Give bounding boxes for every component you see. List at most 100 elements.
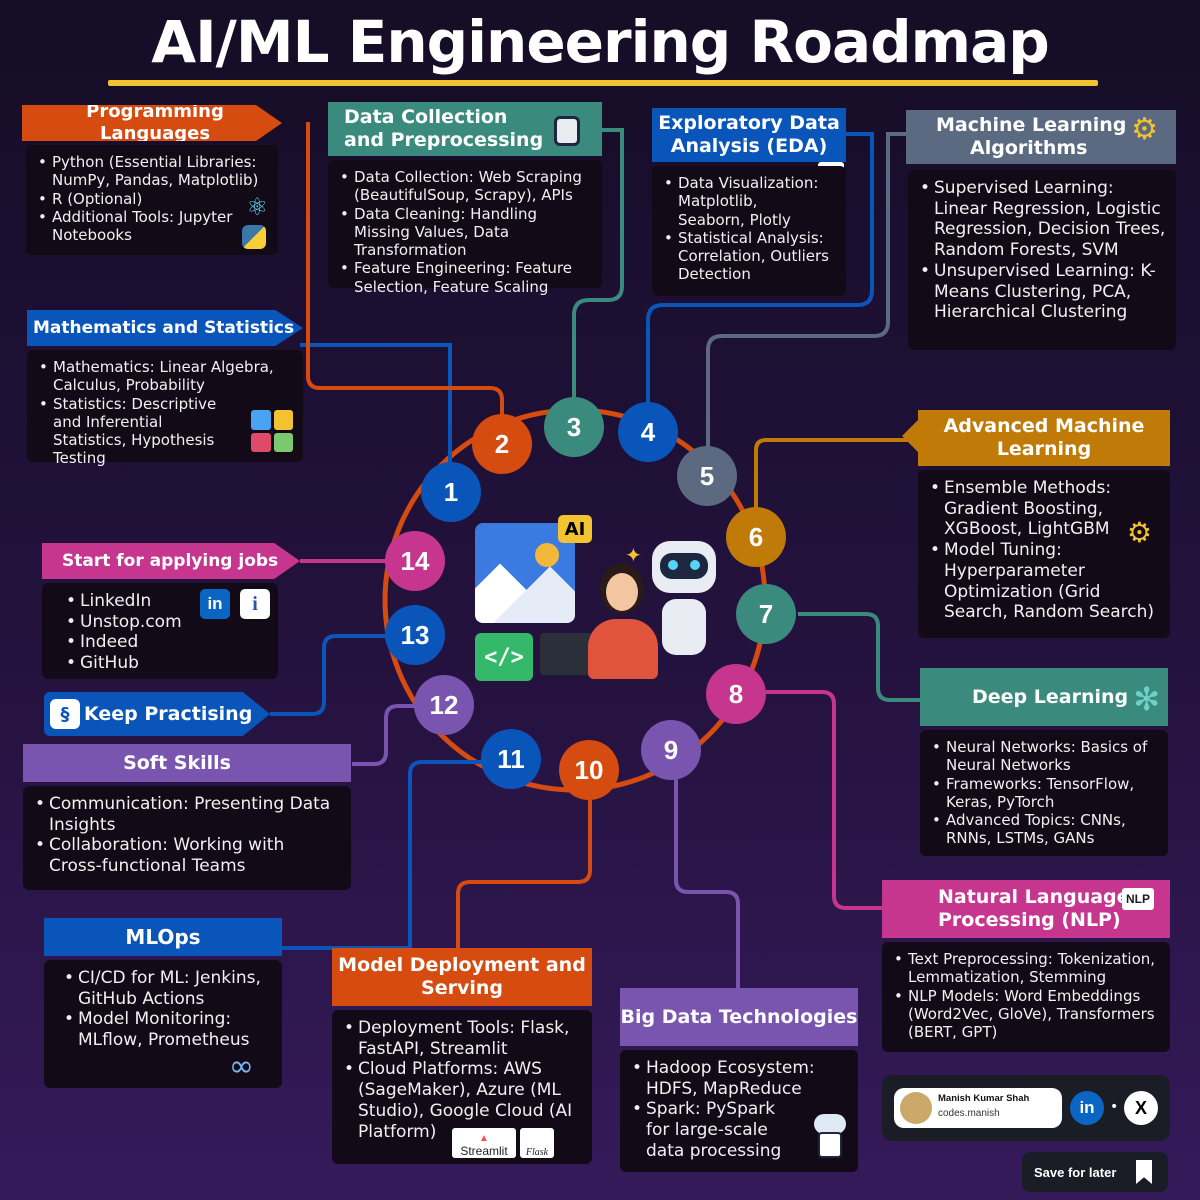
list-item: Additional Tools: Jupyter Notebooks bbox=[36, 208, 236, 245]
card-deep-learning: Deep Learning ✻ Neural Networks: Basics … bbox=[920, 668, 1168, 856]
card-math-statistics: Mathematics and Statistics Mathematics: … bbox=[27, 310, 303, 467]
code-icon: </> bbox=[475, 633, 533, 681]
list-item: Model Tuning: Hyperparameter Optimizatio… bbox=[928, 540, 1160, 623]
step-node-8[interactable]: 8 bbox=[706, 664, 766, 724]
card-body: Communication: Presenting Data Insights … bbox=[23, 786, 351, 890]
save-label: Save for later bbox=[1034, 1164, 1117, 1180]
list-item: Feature Engineering: Feature Selection, … bbox=[338, 259, 592, 296]
card-title-line2: Algorithms bbox=[970, 137, 1088, 159]
list-item: Neural Networks: Basics of Neural Networ… bbox=[930, 738, 1158, 775]
step-node-11[interactable]: 11 bbox=[481, 729, 541, 789]
step-node-12[interactable]: 12 bbox=[414, 675, 474, 735]
step-node-5[interactable]: 5 bbox=[677, 446, 737, 506]
indeed-icon: i bbox=[240, 589, 270, 619]
robot-icon bbox=[648, 541, 720, 671]
arrow-left-icon bbox=[902, 420, 918, 452]
save-for-later-button[interactable]: Save for later bbox=[1022, 1152, 1168, 1192]
list-item: Model Monitoring: MLflow, Prometheus bbox=[62, 1009, 272, 1050]
step-node-6[interactable]: 6 bbox=[726, 507, 786, 567]
list-item: R (Optional) bbox=[36, 190, 268, 209]
card-title: Soft Skills bbox=[23, 744, 351, 782]
step-node-10[interactable]: 10 bbox=[559, 740, 619, 800]
step-node-9[interactable]: 9 bbox=[641, 720, 701, 780]
card-body: Deployment Tools: Flask, FastAPI, Stream… bbox=[332, 1010, 592, 1164]
card-keep-practising: Keep Practising § bbox=[44, 692, 270, 736]
python-icon bbox=[242, 225, 266, 249]
card-title-line1: Advanced Machine bbox=[943, 415, 1145, 438]
card-title: Big Data Technologies bbox=[620, 988, 858, 1046]
card-model-deployment: Model Deployment and Serving Deployment … bbox=[332, 948, 592, 1164]
card-title: Mathematics and Statistics bbox=[27, 310, 303, 346]
list-item: Unsupervised Learning: K-Means Clusterin… bbox=[918, 261, 1166, 323]
card-title-line2: Serving bbox=[421, 977, 503, 999]
page-title: AI/ML Engineering Roadmap bbox=[151, 8, 1050, 76]
step-node-1[interactable]: 1 bbox=[421, 462, 481, 522]
card-title: MLOps bbox=[44, 918, 282, 956]
list-item: Collaboration: Working with Cross-functi… bbox=[33, 835, 341, 876]
card-nlp: Natural Language Processing (NLP) NLP Te… bbox=[882, 880, 1170, 1052]
list-item: Unstop.com bbox=[64, 612, 268, 633]
list-item: Advanced Topics: CNNs, RNNs, LSTMs, GANs bbox=[930, 811, 1158, 848]
infinity-icon: ∞ bbox=[229, 1049, 254, 1084]
list-item: Data Visualization: Matplotlib, Seaborn,… bbox=[662, 174, 822, 229]
card-title-line1: Model Deployment and bbox=[338, 954, 586, 977]
card-title-line2: Learning bbox=[996, 438, 1092, 460]
card-body: LinkedIn Unstop.com Indeed GitHub in i bbox=[42, 583, 278, 679]
step-node-7[interactable]: 7 bbox=[736, 584, 796, 644]
list-item: Statistics: Descriptive and Inferential … bbox=[37, 395, 237, 468]
list-item: CI/CD for ML: Jenkins, GitHub Actions bbox=[62, 968, 272, 1009]
title-underline bbox=[108, 80, 1098, 86]
card-body: Data Visualization: Matplotlib, Seaborn,… bbox=[652, 166, 846, 296]
linkedin-icon[interactable]: in bbox=[1070, 1091, 1104, 1125]
react-icon: ⚛ bbox=[246, 193, 268, 221]
card-soft-skills: Soft Skills Communication: Presenting Da… bbox=[23, 744, 351, 890]
card-title-line1: Exploratory Data bbox=[658, 112, 840, 135]
list-item: Text Preprocessing: Tokenization, Lemmat… bbox=[892, 950, 1160, 987]
card-data-collection: Data Collection and Preprocessing Data C… bbox=[328, 102, 602, 296]
list-item: NLP Models: Word Embeddings (Word2Vec, G… bbox=[892, 987, 1160, 1042]
list-item: Mathematics: Linear Algebra, Calculus, P… bbox=[37, 358, 293, 395]
card-title-line1: Natural Language bbox=[938, 886, 1130, 909]
nlp-badge-icon: NLP bbox=[1122, 888, 1154, 910]
card-body: Data Collection: Web Scraping (Beautiful… bbox=[328, 160, 602, 296]
card-title-line1: Machine Learning bbox=[936, 114, 1127, 137]
step-node-2[interactable]: 2 bbox=[472, 414, 532, 474]
gear-icon: ⚙ bbox=[1126, 516, 1152, 549]
card-eda: Exploratory Data Analysis (EDA) Data Vis… bbox=[652, 108, 846, 296]
card-apply-jobs: Start for applying jobs LinkedIn Unstop.… bbox=[42, 543, 300, 679]
card-title-line2: Analysis (EDA) bbox=[670, 135, 828, 157]
list-item: Frameworks: TensorFlow, Keras, PyTorch bbox=[930, 775, 1158, 812]
list-item: GitHub bbox=[64, 653, 268, 674]
card-title-line2: and Preprocessing bbox=[344, 129, 544, 151]
bookmark-icon bbox=[1136, 1160, 1152, 1184]
person-icon bbox=[588, 563, 658, 683]
list-item: Indeed bbox=[64, 632, 268, 653]
card-title: Advanced Machine Learning bbox=[918, 410, 1170, 466]
step-node-13[interactable]: 13 bbox=[385, 605, 445, 665]
separator-dot: • bbox=[1110, 1099, 1119, 1115]
card-body: Neural Networks: Basics of Neural Networ… bbox=[920, 730, 1168, 856]
network-icon: ✻ bbox=[1133, 680, 1160, 718]
card-title: Keep Practising bbox=[44, 692, 270, 736]
practise-icon: § bbox=[50, 699, 80, 729]
card-big-data: Big Data Technologies Hadoop Ecosystem: … bbox=[620, 988, 858, 1172]
step-node-4[interactable]: 4 bbox=[618, 402, 678, 462]
x-twitter-icon[interactable]: X bbox=[1124, 1091, 1158, 1125]
card-body: Python (Essential Libraries: NumPy, Pand… bbox=[26, 145, 278, 255]
cloud-database-icon bbox=[810, 1114, 850, 1160]
card-title: Model Deployment and Serving bbox=[332, 948, 592, 1006]
author-handle: codes.manish bbox=[938, 1108, 1000, 1119]
card-title: Machine Learning Algorithms bbox=[906, 110, 1176, 164]
author-name: Manish Kumar Shah bbox=[938, 1093, 1030, 1104]
gear-icon: ⚙ bbox=[1131, 112, 1158, 147]
step-node-14[interactable]: 14 bbox=[385, 531, 445, 591]
card-title-line2: Processing (NLP) bbox=[938, 909, 1121, 931]
card-title: Exploratory Data Analysis (EDA) bbox=[652, 108, 846, 162]
list-item: Data Cleaning: Handling Missing Values, … bbox=[338, 205, 592, 260]
database-icon bbox=[554, 116, 580, 146]
card-title: Deep Learning bbox=[920, 668, 1168, 726]
author-pill: Manish Kumar Shah codes.manish bbox=[894, 1088, 1062, 1128]
list-item: Supervised Learning: Linear Regression, … bbox=[918, 178, 1166, 261]
card-title: Start for applying jobs bbox=[42, 543, 300, 579]
step-node-3[interactable]: 3 bbox=[544, 397, 604, 457]
